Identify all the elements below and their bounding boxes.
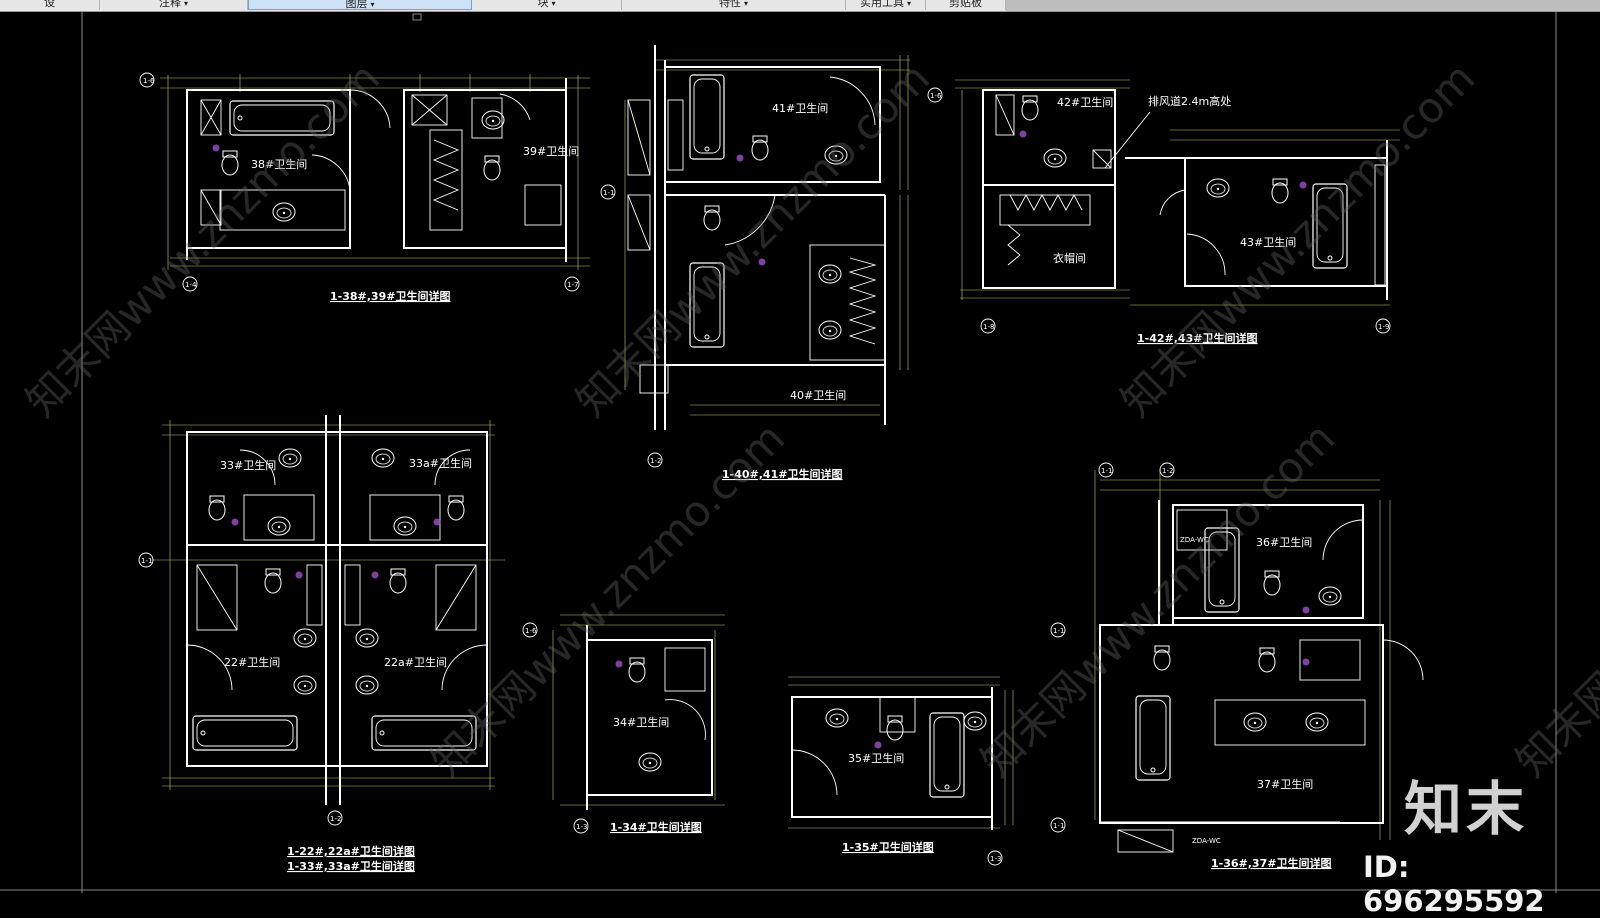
- watermark-id: ID: 696295592: [1363, 850, 1545, 918]
- plan-36-37[interactable]: 1-1 1-2 1-1 1-1 ZDA-WC ZDA-WC 36#卫生间 37#…: [1050, 462, 1424, 870]
- svg-text:1-8: 1-8: [983, 323, 994, 331]
- caption-33-33a: 1-33#,33a#卫生间详图: [287, 859, 415, 873]
- svg-text:1-9: 1-9: [1378, 323, 1389, 331]
- cad-canvas[interactable]: 1-6 1-4 1-7 38#卫生间 39#卫生间 1-38#,39#卫生间详图: [0, 12, 1600, 905]
- caption-36-37: 1-36#,37#卫生间详图: [1211, 856, 1331, 870]
- caption-22-22a: 1-22#,22a#卫生间详图: [287, 844, 415, 858]
- tab-settings[interactable]: 设: [0, 0, 100, 10]
- plan-35[interactable]: 1-3 35#卫生间 1-35#卫生间详图: [788, 676, 1014, 866]
- caption-40-41: 1-40#,41#卫生间详图: [722, 467, 842, 481]
- plan-40-41[interactable]: 1-1 1-2 41#卫生间 40#卫生间 1-40#,41#卫生间详图: [600, 45, 910, 481]
- room-label-33a: 33a#卫生间: [409, 456, 472, 470]
- room-label-33: 33#卫生间: [220, 458, 276, 472]
- svg-text:1-6: 1-6: [143, 77, 155, 85]
- chevron-down-icon: ▾: [183, 0, 188, 8]
- plan-34[interactable]: 1-6 1-3 34#卫生间 1-34#卫生间详图: [522, 614, 725, 834]
- room-label-37: 37#卫生间: [1257, 777, 1313, 791]
- svg-text:1-2: 1-2: [330, 815, 341, 823]
- ribbon-toolbar: 设 注释▾ 图层▾ 块▾ 特性▾ 实用工具▾ 剪贴板: [0, 0, 1600, 12]
- room-label-41: 41#卫生间: [772, 101, 828, 115]
- svg-text:1-1: 1-1: [141, 557, 152, 565]
- room-label-39: 39#卫生间: [523, 144, 579, 158]
- svg-text:1-1: 1-1: [1101, 467, 1112, 475]
- svg-text:1-1: 1-1: [603, 189, 614, 197]
- ribbon-filler: [1006, 0, 1600, 11]
- chevron-down-icon: ▾: [551, 0, 556, 8]
- chevron-down-icon: ▾: [370, 0, 375, 9]
- svg-text:1-2: 1-2: [1162, 467, 1173, 475]
- svg-text:ZDA-WC: ZDA-WC: [1180, 536, 1209, 544]
- svg-text:1-6: 1-6: [525, 627, 537, 635]
- room-label-36: 36#卫生间: [1256, 535, 1312, 549]
- room-label-42: 42#卫生间: [1057, 95, 1113, 109]
- tab-layers[interactable]: 图层▾: [248, 0, 472, 10]
- room-label-38: 38#卫生间: [251, 157, 307, 171]
- svg-text:1-6: 1-6: [930, 92, 942, 100]
- room-label-35: 35#卫生间: [848, 751, 904, 765]
- chevron-down-icon: ▾: [743, 0, 748, 8]
- room-label-43: 43#卫生间: [1240, 235, 1296, 249]
- room-label-40: 40#卫生间: [790, 388, 846, 402]
- caption-35: 1-35#卫生间详图: [842, 840, 934, 854]
- plan-42-43[interactable]: 1-6 1-8 1-9 42#卫生间 43#卫生间 衣帽间 排风道2.4m高处 …: [927, 79, 1400, 345]
- tab-utilities[interactable]: 实用工具▾: [846, 0, 926, 10]
- svg-text:1-2: 1-2: [650, 457, 661, 465]
- room-label-closet: 衣帽间: [1053, 251, 1086, 265]
- svg-text:1-7: 1-7: [567, 281, 578, 289]
- room-label-34: 34#卫生间: [613, 715, 669, 729]
- svg-text:1-3: 1-3: [576, 823, 587, 831]
- tab-clipboard[interactable]: 剪贴板: [926, 0, 1006, 10]
- watermark-logo: 知末: [1404, 775, 1529, 843]
- caption-34: 1-34#卫生间详图: [610, 820, 702, 834]
- svg-text:1-1: 1-1: [1053, 822, 1064, 830]
- caption-42-43: 1-42#,43#卫生间详图: [1137, 331, 1257, 345]
- room-label-22a: 22a#卫生间: [384, 655, 447, 669]
- caption-38-39: 1-38#,39#卫生间详图: [330, 289, 450, 303]
- room-label-22: 22#卫生间: [224, 655, 280, 669]
- tab-annotate[interactable]: 注释▾: [100, 0, 248, 10]
- svg-text:1-3: 1-3: [990, 855, 1001, 863]
- tab-block[interactable]: 块▾: [472, 0, 622, 10]
- svg-text:1-4: 1-4: [185, 281, 197, 289]
- svg-text:ZDA-WC: ZDA-WC: [1192, 837, 1221, 845]
- chevron-down-icon: ▾: [906, 0, 911, 8]
- plan-22-33[interactable]: 1-1 1-2 33#卫生间 33a#卫生间 22#卫生间 22a#卫生间 1-…: [138, 415, 505, 873]
- ucs-marker: [412, 13, 422, 21]
- note-exhaust-duct: 排风道2.4m高处: [1148, 94, 1231, 108]
- svg-text:1-1: 1-1: [1053, 627, 1064, 635]
- tab-properties[interactable]: 特性▾: [622, 0, 846, 10]
- plan-38-39[interactable]: 1-6 1-4 1-7 38#卫生间 39#卫生间 1-38#,39#卫生间详图: [139, 72, 590, 303]
